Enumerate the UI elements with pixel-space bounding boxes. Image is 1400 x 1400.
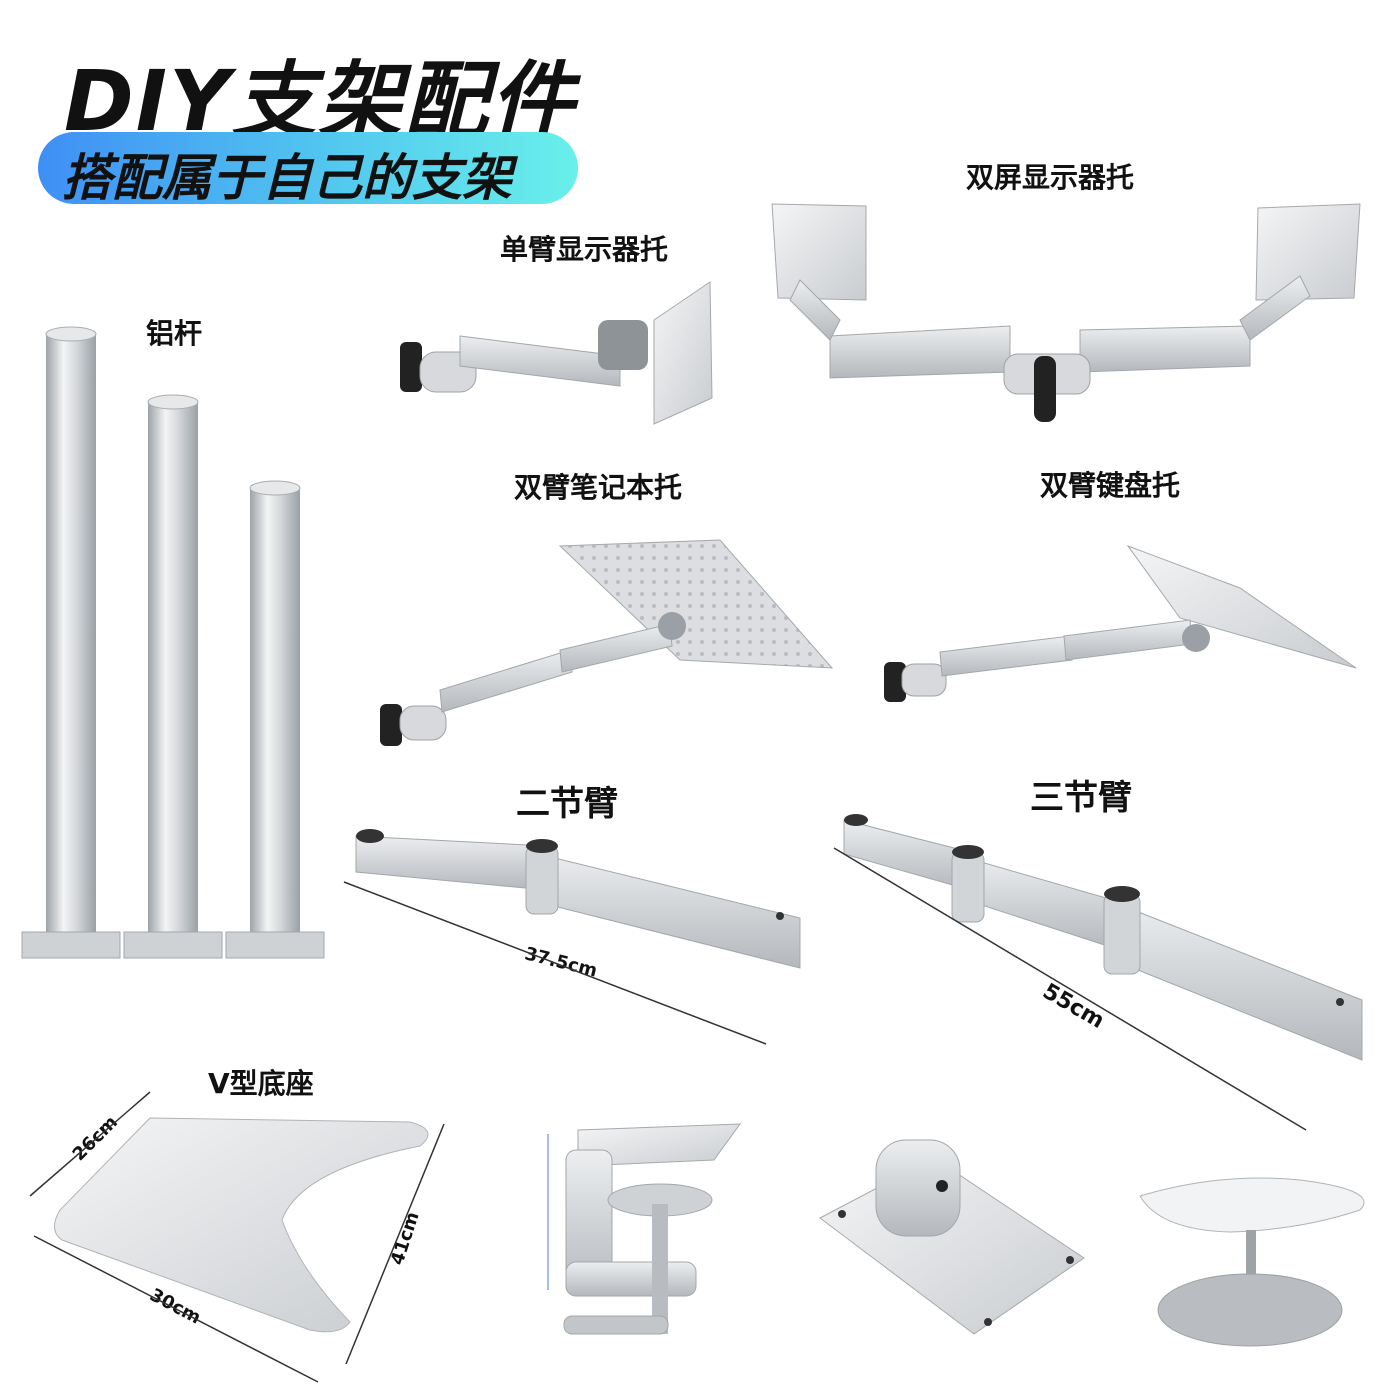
two-section-arm	[343, 829, 801, 1045]
v-base-plate	[29, 1091, 445, 1383]
page-subtitle: 搭配属于自己的支架	[62, 149, 512, 207]
aluminum-poles	[21, 326, 325, 959]
pole-medium	[123, 394, 223, 959]
label-aluminum-pole: 铝杆	[146, 317, 203, 350]
label-three-section-arm: 三节臂	[1030, 778, 1132, 818]
dual-screen-monitor-mount	[771, 203, 1361, 422]
label-dual-arm-laptop: 双臂笔记本托	[514, 471, 683, 504]
c-clamp	[547, 1123, 742, 1335]
subtitle-banner	[38, 132, 578, 204]
desk-base-mount	[819, 1139, 1085, 1335]
label-two-section-arm: 二节臂	[516, 784, 618, 824]
pole-tall	[21, 326, 121, 959]
label-single-arm-monitor: 单臂显示器托	[500, 233, 669, 266]
three-section-arm	[833, 814, 1363, 1131]
round-base-vesa-mount	[1139, 1177, 1365, 1347]
label-v-base: V型底座	[208, 1067, 314, 1100]
dual-arm-keyboard-tray	[884, 544, 1357, 702]
label-dual-arm-keyboard: 双臂键盘托	[1040, 469, 1181, 502]
pole-short	[225, 480, 325, 959]
single-arm-monitor-mount	[400, 281, 713, 425]
label-dual-screen-monitor: 双屏显示器托	[966, 161, 1135, 194]
dual-arm-laptop-tray	[380, 539, 834, 746]
